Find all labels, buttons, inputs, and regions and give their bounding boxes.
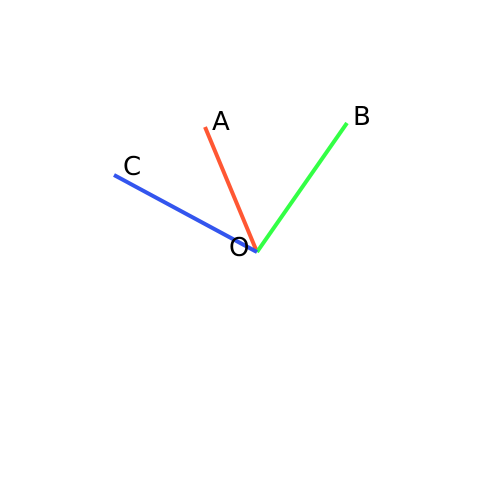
ray-oc	[113, 173, 258, 254]
ray-oa	[203, 126, 259, 253]
label-b: B	[353, 102, 371, 132]
label-c: C	[123, 152, 141, 182]
label-a: A	[212, 107, 230, 137]
label-o: O	[229, 233, 249, 263]
ray-ob	[255, 121, 349, 254]
